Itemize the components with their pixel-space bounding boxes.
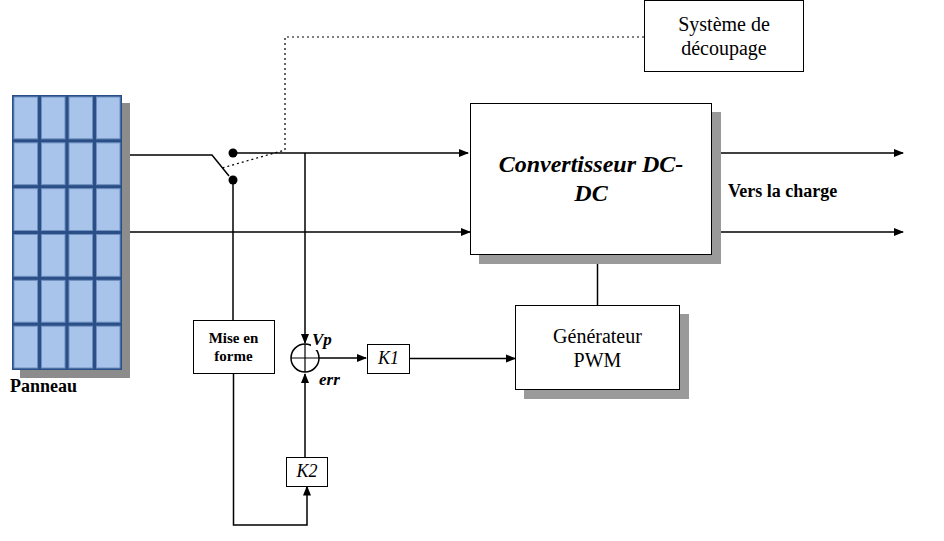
wire xyxy=(233,152,468,154)
switch-lever xyxy=(122,155,229,176)
output-wire xyxy=(712,152,903,154)
converter-box: Convertisseur DC-DC xyxy=(470,103,712,255)
wire xyxy=(232,180,234,320)
box-label: K1 xyxy=(378,348,399,370)
connector xyxy=(410,358,515,360)
box-label: K2 xyxy=(296,461,317,483)
panel-label: Panneau xyxy=(10,376,77,398)
box-label: Convertisseur DC-DC xyxy=(491,150,691,208)
connector xyxy=(597,255,599,305)
wire xyxy=(304,374,306,458)
gain-box: K1 xyxy=(367,344,410,374)
gain-box: K2 xyxy=(286,457,328,487)
pwm-box: Générateur PWM xyxy=(515,305,680,390)
signal-name: err xyxy=(318,370,341,390)
signal-name: Vp xyxy=(311,330,333,350)
box-label: Mise en forme xyxy=(199,329,269,365)
wire xyxy=(319,357,366,359)
solar-panel: Panneau xyxy=(12,95,122,370)
output-label: Vers la charge xyxy=(727,181,838,202)
system-box: Système de découpage xyxy=(644,0,804,72)
panel-cells xyxy=(12,95,122,370)
box-label: Système de découpage xyxy=(654,12,794,60)
wire xyxy=(304,153,306,343)
box-label: Générateur PWM xyxy=(538,324,658,372)
shaping-box: Mise en forme xyxy=(193,320,275,374)
connector xyxy=(234,374,308,525)
output-wire xyxy=(712,231,903,233)
connector xyxy=(122,231,470,233)
